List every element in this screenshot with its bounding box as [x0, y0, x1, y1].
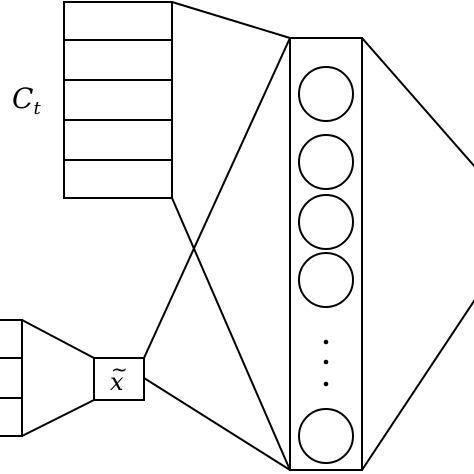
input-to-hidden-connection: [143, 37, 291, 359]
x-tilde-label: x: [110, 368, 124, 396]
context-label-sub: t: [33, 98, 41, 119]
hidden-neuron: [298, 134, 354, 190]
input-to-hidden-connection: [143, 377, 291, 471]
hidden-neuron: [298, 66, 354, 122]
input-block-outline: [0, 319, 23, 437]
funnel-top-edge: [21, 319, 95, 359]
hidden-layer: [289, 37, 363, 471]
ellipsis-dot: [323, 381, 329, 387]
hidden-to-output-connection: [361, 299, 474, 471]
hidden-to-output-connection: [361, 37, 474, 168]
hidden-neuron: [298, 252, 354, 308]
context-label: Ct: [12, 82, 41, 119]
context-to-hidden-connection: [171, 197, 291, 471]
context-to-hidden-connection: [171, 1, 291, 39]
x-tilde-accent: ~: [111, 357, 128, 381]
ellipsis-dot: [323, 339, 329, 345]
input-block: [0, 319, 23, 437]
context-memory-block: [63, 1, 173, 199]
context-label-main: C: [12, 82, 33, 115]
hidden-neuron: [298, 194, 354, 250]
ellipsis-dot: [323, 359, 329, 365]
hidden-neuron: [298, 408, 354, 464]
hidden-layer-outline: [289, 37, 363, 471]
context-memory-outline: [63, 1, 173, 199]
funnel-bottom-edge: [21, 399, 95, 437]
